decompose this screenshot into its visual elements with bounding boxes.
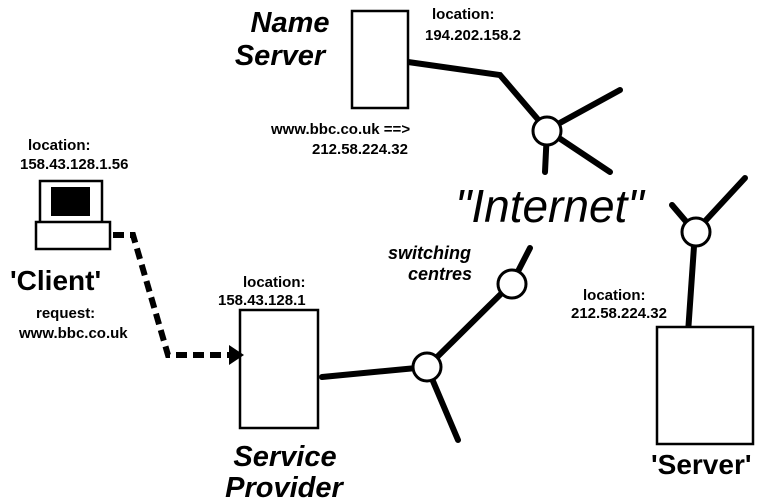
provider-location-ip: 158.43.128.1 bbox=[218, 292, 306, 309]
client-computer bbox=[34, 179, 112, 251]
server-location-ip: 212.58.224.32 bbox=[571, 305, 667, 322]
link-middle-lower bbox=[424, 280, 515, 370]
switch-node-middle bbox=[496, 268, 528, 300]
provider-title-line1: Service bbox=[233, 441, 336, 473]
name-server-location-ip: 194.202.158.2 bbox=[425, 27, 521, 44]
request-path bbox=[113, 232, 244, 365]
switching-label-line2: centres bbox=[408, 264, 472, 284]
switching-label-line1: switching bbox=[388, 243, 471, 263]
switch-node-upper bbox=[531, 115, 563, 147]
server-box bbox=[655, 325, 755, 446]
dns-lookup-line1: www.bbc.co.uk ==> bbox=[270, 121, 410, 138]
client-request-label: request: bbox=[36, 305, 95, 322]
name-server-title-line1: Name bbox=[251, 7, 330, 39]
client-title: 'Client' bbox=[10, 265, 101, 296]
switch-node-lower bbox=[411, 351, 443, 383]
arrow-head-icon bbox=[229, 345, 244, 365]
client-location-label: location: bbox=[28, 137, 91, 154]
server-location-label: location: bbox=[583, 287, 646, 304]
internet-title: "Internet" bbox=[455, 180, 646, 232]
name-server-title-line2: Server bbox=[235, 40, 327, 72]
client-location-ip: 158.43.128.1.56 bbox=[20, 156, 128, 173]
name-server-location-label: location: bbox=[432, 6, 495, 23]
request-dashed-line bbox=[113, 232, 232, 358]
service-provider-box bbox=[238, 308, 320, 430]
provider-location-label: location: bbox=[243, 274, 306, 291]
switching-centres bbox=[411, 115, 712, 383]
computer-base bbox=[34, 220, 112, 251]
link-nameserver-switch bbox=[405, 59, 550, 133]
switch-node-right bbox=[680, 216, 712, 248]
link-lower-provider bbox=[319, 364, 430, 380]
name-server-box bbox=[350, 9, 410, 110]
server-title: 'Server' bbox=[651, 449, 752, 480]
monitor-screen bbox=[51, 187, 90, 216]
client-request-url: www.bbc.co.uk bbox=[18, 325, 128, 342]
dns-lookup-line2: 212.58.224.32 bbox=[312, 141, 408, 158]
link-switch-server bbox=[685, 229, 698, 336]
provider-title-line2: Provider bbox=[225, 472, 344, 502]
